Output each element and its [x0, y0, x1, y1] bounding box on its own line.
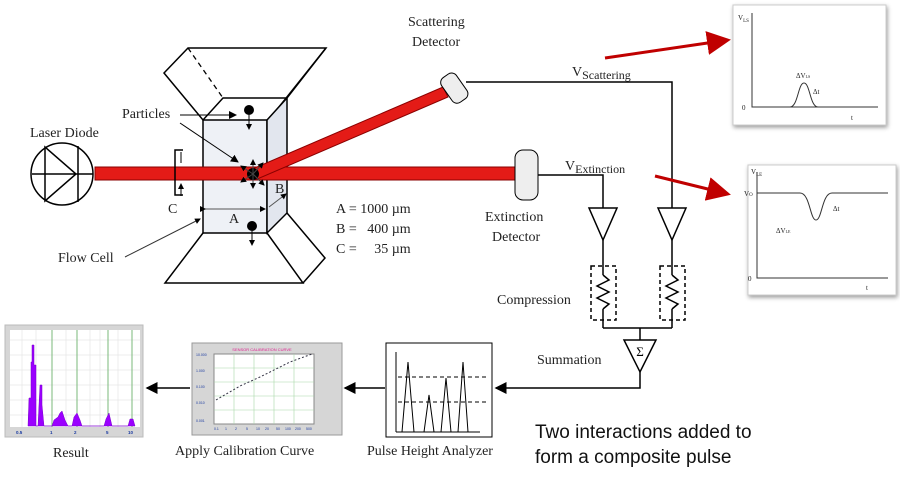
svg-text:Δt: Δt — [813, 88, 820, 96]
svg-text:VO: VO — [744, 190, 753, 198]
spec-a: A = 1000 µm — [336, 202, 411, 217]
particle — [247, 221, 257, 231]
dim-a-label: A — [229, 212, 240, 227]
svg-text:0: 0 — [742, 104, 746, 112]
svg-text:ΔVLE: ΔVLE — [776, 227, 791, 235]
scattering-detector-label: Scattering — [408, 15, 465, 30]
extinction-detector-icon — [514, 149, 539, 201]
extinction-detector-label: Extinction — [485, 210, 543, 225]
svg-text:10.000: 10.000 — [196, 353, 207, 357]
result-histogram: 0.5 1 2 5 10 — [4, 324, 144, 438]
svg-text:VLE: VLE — [751, 168, 762, 178]
particle — [244, 105, 254, 115]
calibration-curve-chart: SENSOR CALIBRATION CURVE 10.000 1.000 0.… — [191, 342, 343, 436]
svg-text:20: 20 — [265, 427, 269, 431]
svg-text:Δt: Δt — [833, 205, 840, 213]
svg-text:1.000: 1.000 — [196, 369, 205, 373]
laser-diode-icon — [30, 142, 94, 206]
particles-label: Particles — [122, 107, 170, 122]
extinction-pulse-plot: VLE VO 0 t ΔVLE Δt — [744, 164, 897, 296]
svg-text:0.1: 0.1 — [214, 427, 219, 431]
caption-line-2: form a composite pulse — [535, 447, 731, 468]
red-arrow — [604, 31, 731, 60]
v-scattering-label: VScattering — [572, 65, 631, 82]
summation-label: Summation — [537, 353, 602, 368]
svg-text:5: 5 — [106, 430, 109, 435]
result-label: Result — [53, 446, 89, 461]
dim-c-label: C — [168, 202, 177, 217]
laser-diode-label: Laser Diode — [30, 126, 99, 141]
svg-text:SENSOR CALIBRATION CURVE: SENSOR CALIBRATION CURVE — [232, 347, 292, 352]
caption-line-1: Two interactions added to — [535, 422, 752, 443]
svg-text:0.5: 0.5 — [16, 430, 23, 435]
flow-cell-label: Flow Cell — [58, 251, 114, 266]
extinction-detector-label-2: Detector — [492, 230, 541, 245]
svg-text:2: 2 — [235, 427, 237, 431]
svg-text:10: 10 — [128, 430, 134, 435]
compression-label: Compression — [497, 293, 571, 308]
svg-text:500: 500 — [306, 427, 312, 431]
svg-text:VLS: VLS — [738, 14, 749, 24]
svg-text:1: 1 — [225, 427, 227, 431]
svg-text:t: t — [851, 114, 853, 122]
svg-text:100: 100 — [285, 427, 291, 431]
dim-b-label: B — [275, 182, 284, 197]
svg-text:50: 50 — [276, 427, 280, 431]
red-arrow — [654, 174, 731, 201]
svg-text:ΔVLS: ΔVLS — [796, 72, 810, 80]
pulse-height-analyzer-label: Pulse Height Analyzer — [367, 444, 493, 459]
svg-text:200: 200 — [295, 427, 301, 431]
svg-text:0: 0 — [748, 275, 752, 283]
amplifier-icons — [494, 207, 688, 394]
scattering-detector-label-2: Detector — [412, 35, 461, 50]
svg-text:2: 2 — [74, 430, 77, 435]
pulse-height-analyzer-icon — [385, 342, 493, 438]
calibration-label: Apply Calibration Curve — [175, 444, 314, 459]
laser-beam — [94, 166, 516, 181]
spec-b: B = 400 µm — [336, 222, 411, 237]
scattering-pulse-plot: VLS 0 t ΔVLS Δt — [732, 4, 887, 126]
svg-text:0.100: 0.100 — [196, 385, 205, 389]
svg-text:10: 10 — [256, 427, 260, 431]
v-extinction-label: VExtinction — [565, 159, 625, 176]
scattering-detector-icon — [440, 72, 469, 104]
svg-text:5: 5 — [246, 427, 248, 431]
svg-text:0.001: 0.001 — [196, 419, 205, 423]
svg-text:1: 1 — [50, 430, 53, 435]
flow-cell — [162, 47, 328, 284]
spec-c: C = 35 µm — [336, 242, 411, 257]
sigma-icon: Σ — [636, 344, 644, 359]
svg-text:0.010: 0.010 — [196, 401, 205, 405]
svg-text:t: t — [866, 284, 868, 292]
